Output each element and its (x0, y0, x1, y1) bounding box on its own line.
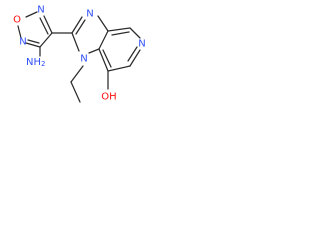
amino-group: NH2 (26, 57, 45, 69)
bond-n1-ch2 (70, 65, 84, 83)
imidazole-nitrogen-ethyl: N (80, 54, 87, 65)
bond-n1-c2 (71, 32, 80, 52)
imidazole-nitrogen-top: N (86, 9, 93, 20)
bond-c3a-c7a (98, 30, 109, 50)
bond-c3-c4 (39, 32, 53, 48)
bond-n-top-c3 (43, 15, 53, 34)
amino-group-text: NH (26, 57, 41, 68)
bond-n3-c3a (97, 15, 109, 32)
pyridine-nitrogen: N (138, 39, 145, 50)
bond-c2-n3 (71, 16, 83, 34)
bond-n-top-c3-double (39, 17, 49, 35)
oxadiazole-oxygen: O (13, 15, 21, 26)
bond-ch2-ch3 (70, 81, 81, 103)
bond-n5-c6-double (127, 46, 138, 62)
hydroxyl-group: OH (101, 92, 116, 103)
bond-c4-n-left-double (27, 39, 40, 44)
bond-c7a-n1 (88, 48, 100, 54)
bond-lines (17, 11, 141, 103)
bond-o-n-top (25, 11, 38, 18)
bond-c4-n-left (25, 42, 41, 48)
bond-n5-c6 (129, 49, 141, 67)
bond-c3a-c4-double (111, 31, 130, 36)
bond-c7-c7a (98, 48, 109, 72)
oxadiazole-nitrogen-left: N (19, 37, 26, 48)
atom-labels: O N N NH2 N N N OH (13, 5, 146, 103)
bond-c7-c7a-double (102, 49, 112, 68)
bond-c2-n3-double (75, 19, 86, 35)
bond-o-n-left (17, 25, 22, 39)
oxadiazole-nitrogen-top: N (37, 5, 44, 16)
bond-c6-c7 (107, 65, 131, 72)
bond-c4-n5 (129, 27, 141, 39)
amino-group-subscript: 2 (41, 60, 45, 68)
bond-c3a-c4 (107, 27, 131, 32)
chemical-structure: O N N NH2 N N N OH (13, 5, 146, 103)
